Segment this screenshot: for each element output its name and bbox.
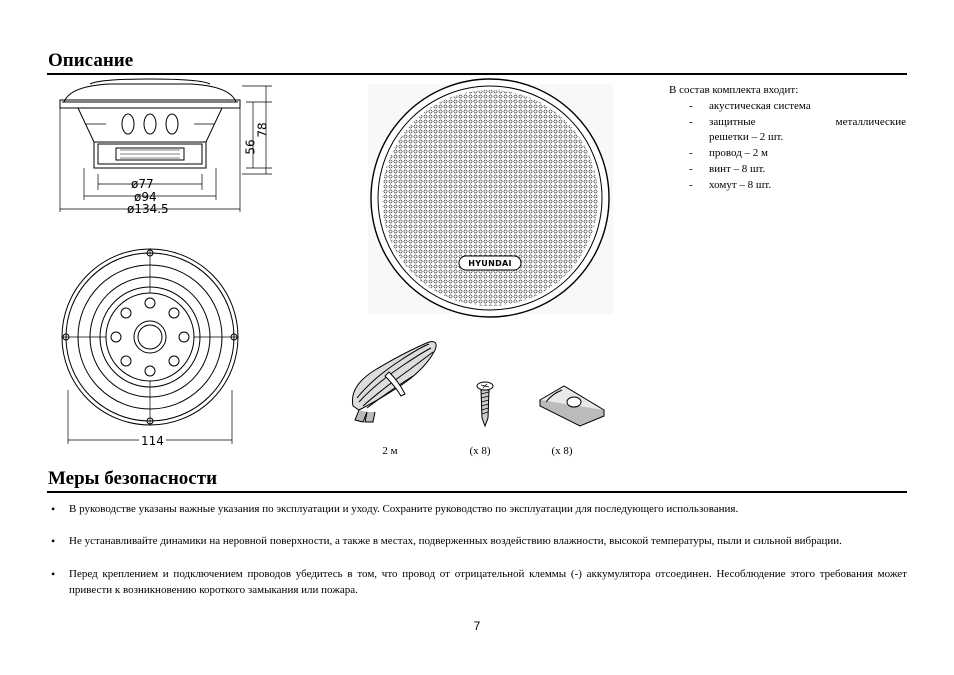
section-title-safety: Меры безопасности <box>48 468 218 489</box>
heading-rule <box>47 73 907 75</box>
dimension-d134: ø134.5 <box>127 202 169 216</box>
dimension-d94: ø94 <box>134 190 157 204</box>
dimension-d77: ø77 <box>131 177 154 191</box>
clip-image <box>539 385 605 427</box>
wire-coil-image <box>351 341 437 423</box>
wire-caption: 2 м <box>382 445 398 457</box>
speaker-side-view-drawing <box>59 78 272 212</box>
protective-grille-image <box>368 78 613 318</box>
brand-logo: HYUNDAI <box>468 259 512 268</box>
section-title-description: Описание <box>48 50 134 71</box>
kit-contents: В состав комплекта входит: - акустическа… <box>669 84 906 191</box>
page-number: 7 <box>473 619 481 633</box>
dimension-h78: 78 <box>255 122 270 138</box>
heading-rule <box>47 491 907 493</box>
clip-caption: (x 8) <box>551 445 573 457</box>
safety-item: • Не устанавливайте динамики на неровной… <box>51 534 842 548</box>
speaker-bottom-view-drawing <box>61 248 239 444</box>
dimension-h56: 56 <box>243 139 258 155</box>
safety-item: • Перед креплением и подключением провод… <box>51 567 907 596</box>
safety-item: • В руководстве указаны важные указания … <box>51 502 739 516</box>
dimension-w114: 114 <box>139 434 166 448</box>
kit-intro: В состав комплекта входит: <box>669 84 799 96</box>
screw-image <box>476 381 494 428</box>
screw-caption: (x 8) <box>469 445 491 457</box>
